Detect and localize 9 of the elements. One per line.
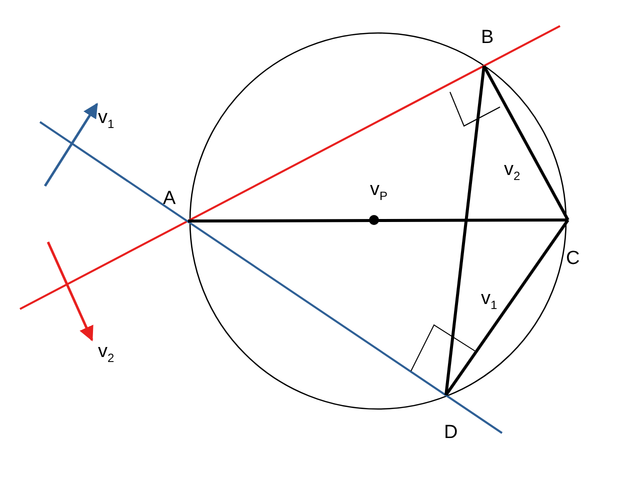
- point-label: A: [163, 189, 176, 208]
- velocity-label: v$_{1}$: [481, 289, 498, 311]
- point-label: B: [481, 28, 494, 47]
- velocity-label: v$_{P}$: [370, 180, 388, 202]
- velocity-label: v$_{1}$: [98, 108, 114, 130]
- velocity-label: v$_{2}$: [98, 342, 114, 364]
- point-label: D: [444, 423, 458, 442]
- velocity-label: v$_{2}$: [504, 160, 520, 182]
- point-label: C: [566, 249, 580, 268]
